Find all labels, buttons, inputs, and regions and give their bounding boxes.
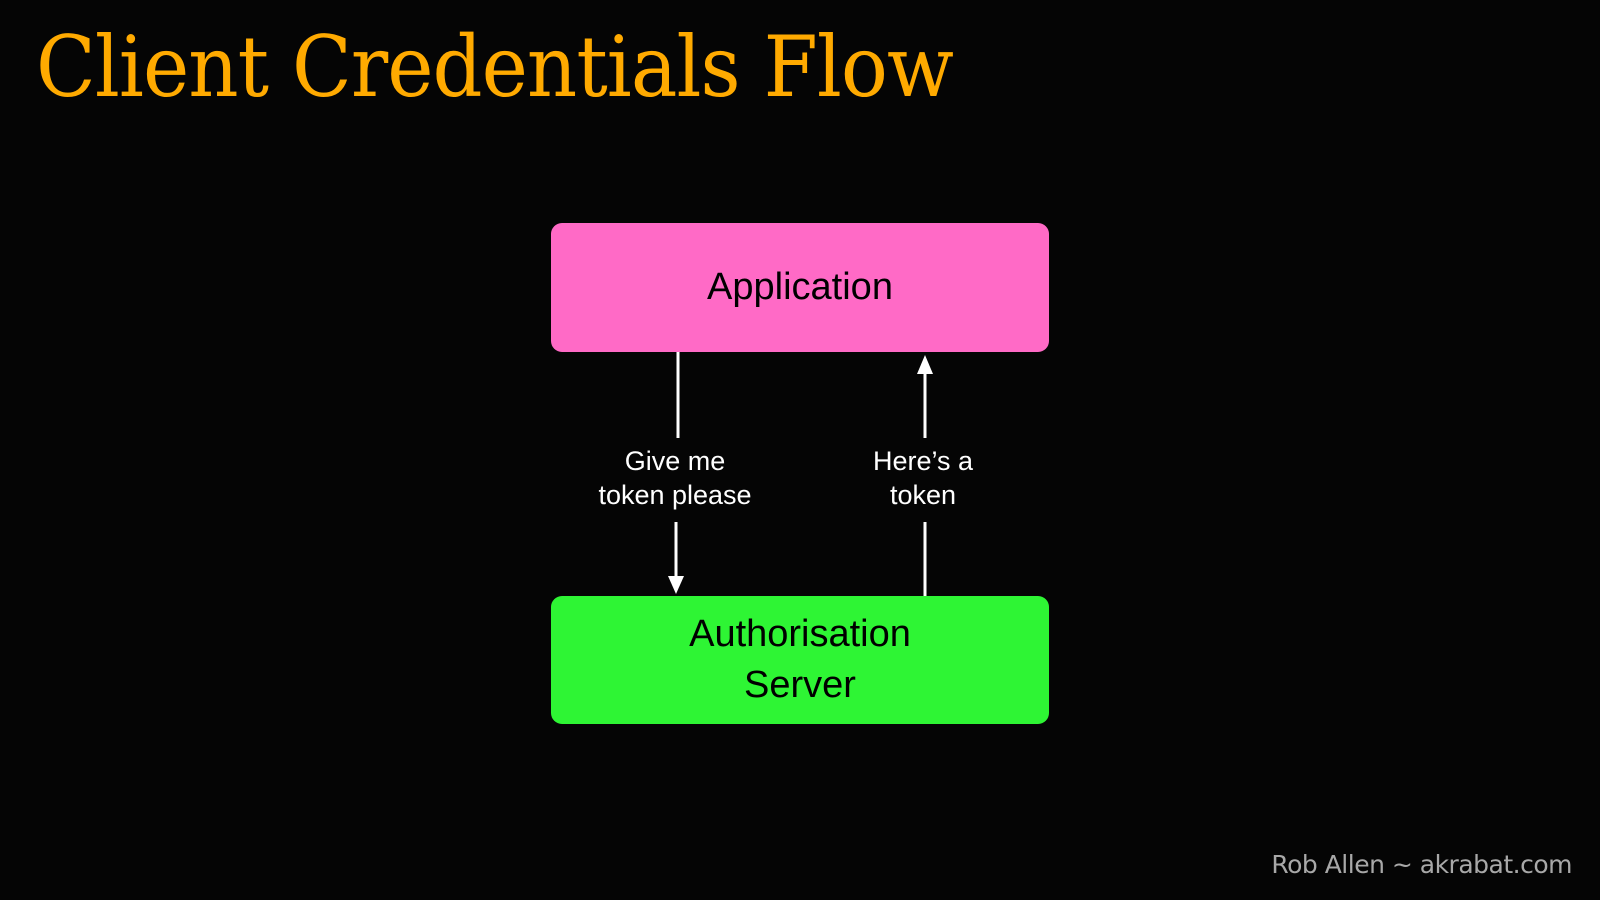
response-arrowhead [917, 355, 933, 374]
slide-footer: Rob Allen ~ akrabat.com [1271, 850, 1572, 879]
request-arrowhead [668, 576, 684, 594]
response-label-line-1: Here’s a [872, 446, 974, 476]
slide-title: Client Credentials Flow [36, 18, 954, 116]
request-label-line-2: token please [598, 480, 752, 510]
authorisation-server-node: Authorisation Server [551, 596, 1049, 724]
application-label: Application [707, 266, 893, 308]
response-label-line-2: token [889, 480, 957, 510]
auth-server-label-line-2: Server [744, 664, 856, 706]
request-arrow [668, 352, 684, 594]
auth-server-label-line-1: Authorisation [689, 613, 911, 655]
request-label-line-1: Give me [624, 446, 726, 476]
request-edge-label: Give me token please [595, 444, 755, 512]
response-arrow [917, 355, 933, 596]
application-node: Application [551, 223, 1049, 352]
response-edge-label: Here’s a token [848, 444, 998, 512]
